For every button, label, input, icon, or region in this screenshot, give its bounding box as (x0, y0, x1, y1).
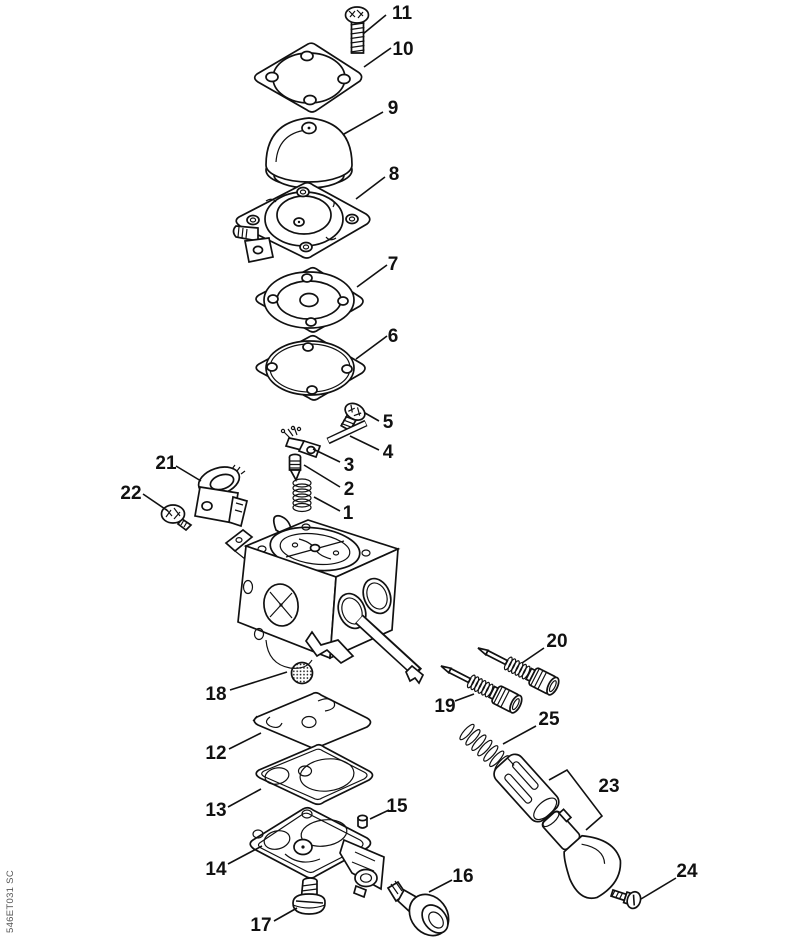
leader-16 (428, 879, 453, 893)
part-16-valve (386, 880, 450, 937)
leader-lines (142, 14, 677, 922)
leader-4 (349, 435, 380, 451)
callout-7: 7 (388, 254, 399, 275)
callout-4: 4 (383, 442, 394, 463)
leader-15 (369, 809, 390, 820)
leader-2 (303, 464, 341, 488)
callout-16: 16 (452, 866, 473, 887)
leader-19 (454, 693, 475, 702)
carburetor-main-body (224, 514, 425, 685)
callout-15: 15 (386, 796, 408, 817)
leader-18 (229, 671, 288, 691)
part-17-screw (292, 877, 326, 915)
part-1-spring (292, 478, 312, 513)
leader-14 (227, 845, 263, 865)
part-18-inlet-screen (290, 661, 314, 685)
leader-3 (312, 448, 341, 463)
callout-10: 10 (392, 39, 413, 60)
callout-24: 24 (676, 861, 698, 882)
part-20-adjustment-screw (477, 647, 560, 696)
part-5-screw (340, 402, 366, 432)
part-8-pump-body (232, 181, 371, 264)
callout-2: 2 (344, 479, 355, 500)
leader-13 (227, 788, 262, 808)
leader-24 (640, 877, 677, 900)
leader-12 (228, 732, 262, 750)
drawing-code: 546ET031 SC (5, 870, 16, 933)
callout-11: 11 (392, 3, 413, 24)
callout-22: 22 (120, 483, 141, 504)
callout-23: 23 (598, 776, 619, 797)
part-15-plug (357, 814, 368, 829)
callout-12: 12 (205, 743, 226, 764)
leader-23-bracket (548, 768, 604, 831)
leader-6 (355, 335, 388, 360)
part-14-end-cover (249, 806, 385, 899)
callout-19: 19 (434, 696, 455, 717)
part-10-plate (253, 42, 363, 113)
callout-1: 1 (343, 503, 354, 524)
leader-25 (502, 725, 537, 745)
leader-21 (175, 465, 202, 482)
part-19-adjustment-screw (440, 665, 523, 714)
leader-1 (313, 496, 341, 512)
leader-7 (356, 264, 388, 288)
leader-11 (362, 14, 387, 35)
callout-17: 17 (250, 915, 271, 936)
callout-9: 9 (388, 98, 399, 119)
part-11-screw (344, 6, 370, 54)
callout-6: 6 (388, 326, 399, 347)
part-23-shaft-upper (493, 753, 560, 823)
leader-10 (363, 47, 392, 68)
callout-21: 21 (155, 453, 177, 474)
leader-17 (273, 907, 298, 922)
part-6-gasket (255, 334, 366, 401)
part-9-primer-bulb (265, 117, 353, 189)
callout-14: 14 (205, 859, 227, 880)
part-12-metering-diaphragm (252, 691, 372, 750)
leader-5 (364, 412, 380, 422)
callout-5: 5 (383, 412, 394, 433)
part-2-inlet-needle (288, 453, 302, 482)
leader-8 (355, 176, 386, 200)
part-7-diaphragm (255, 266, 364, 333)
callout-25: 25 (538, 709, 560, 730)
leader-20 (521, 647, 545, 664)
part-24-screw (609, 888, 642, 910)
part-21-clamp (194, 464, 249, 528)
part-3-inlet-lever (280, 425, 322, 459)
part-4-pin (326, 419, 368, 445)
callout-13: 13 (205, 800, 226, 821)
part-13-metering-gasket (255, 743, 374, 806)
leader-22 (142, 493, 169, 512)
part-22-screw (160, 504, 193, 532)
callout-18: 18 (205, 684, 226, 705)
callout-20: 20 (546, 631, 567, 652)
callout-8: 8 (389, 164, 400, 185)
callout-3: 3 (344, 455, 355, 476)
leader-9 (343, 111, 384, 135)
part-23-shaft-lower (541, 808, 622, 900)
